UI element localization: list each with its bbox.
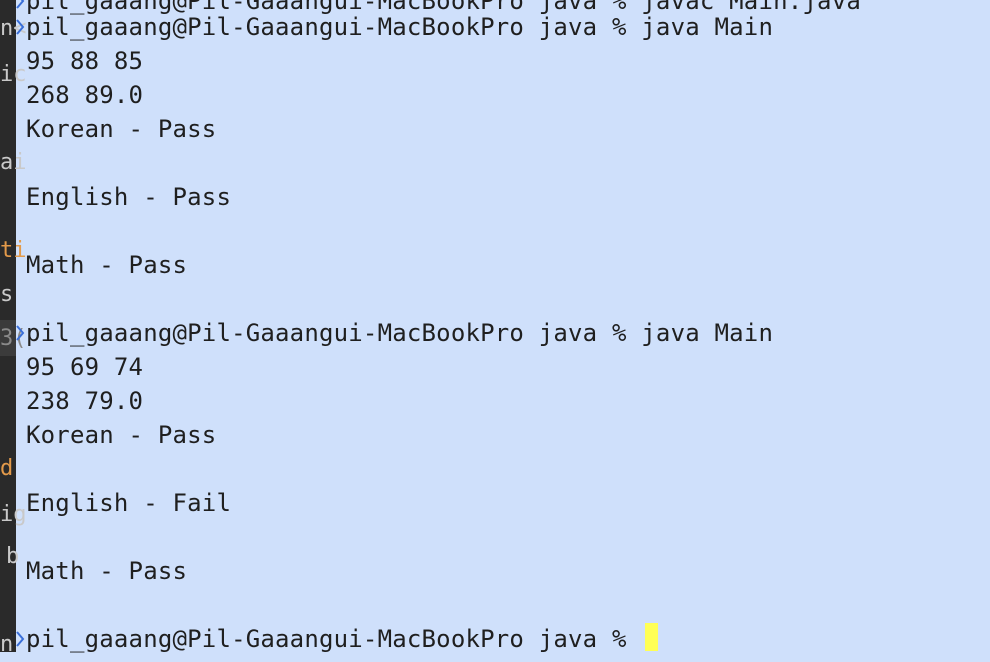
- editor-fragment: n: [0, 632, 14, 657]
- editor-strip: n< ic ai ti s 3( d ig b n: [0, 0, 27, 657]
- terminal-line-output: Korean - Pass: [26, 421, 217, 449]
- editor-fragment: b: [6, 544, 20, 569]
- editor-fragment: s: [0, 282, 14, 307]
- prompt-marker-icon: [16, 622, 25, 656]
- terminal-line-output: 95 69 74: [26, 353, 144, 381]
- terminal-output[interactable]: pil_gaaang@Pil-Gaaangui-MacBookPro java …: [16, 0, 990, 653]
- text-cursor: [645, 623, 659, 651]
- terminal-current-prompt[interactable]: pil_gaaang@Pil-Gaaangui-MacBookPro java …: [26, 622, 659, 656]
- terminal-line-prompt: pil_gaaang@Pil-Gaaangui-MacBookPro java …: [26, 13, 774, 41]
- terminal-line-output: Korean - Pass: [26, 115, 217, 143]
- terminal-line-prompt: pil_gaaang@Pil-Gaaangui-MacBookPro java …: [26, 0, 862, 15]
- terminal-line-prompt: pil_gaaang@Pil-Gaaangui-MacBookPro java …: [26, 319, 774, 347]
- terminal-line-output: 238 79.0: [26, 387, 144, 415]
- terminal-line-output: 95 88 85: [26, 47, 144, 75]
- editor-fragment: 3(: [0, 326, 27, 351]
- prompt-marker-icon: [16, 0, 25, 18]
- terminal-line-output: Math - Pass: [26, 557, 188, 585]
- terminal-line-output: English - Pass: [26, 183, 232, 211]
- terminal-line-output: Math - Pass: [26, 251, 188, 279]
- terminal-line-prompt: pil_gaaang@Pil-Gaaangui-MacBookPro java …: [26, 625, 642, 653]
- editor-fragment: d: [0, 456, 14, 481]
- editor-fragment: ti: [0, 238, 27, 263]
- editor-current-line-highlight: [0, 320, 16, 356]
- editor-fragment: ig: [0, 502, 27, 527]
- terminal-line-output: 268 89.0: [26, 81, 144, 109]
- editor-fragment: ic: [0, 62, 27, 87]
- prompt-marker-icon: [16, 316, 25, 350]
- terminal-line-output: English - Fail: [26, 489, 232, 517]
- editor-fragment: ai: [0, 150, 27, 175]
- prompt-marker-icon: [16, 10, 25, 44]
